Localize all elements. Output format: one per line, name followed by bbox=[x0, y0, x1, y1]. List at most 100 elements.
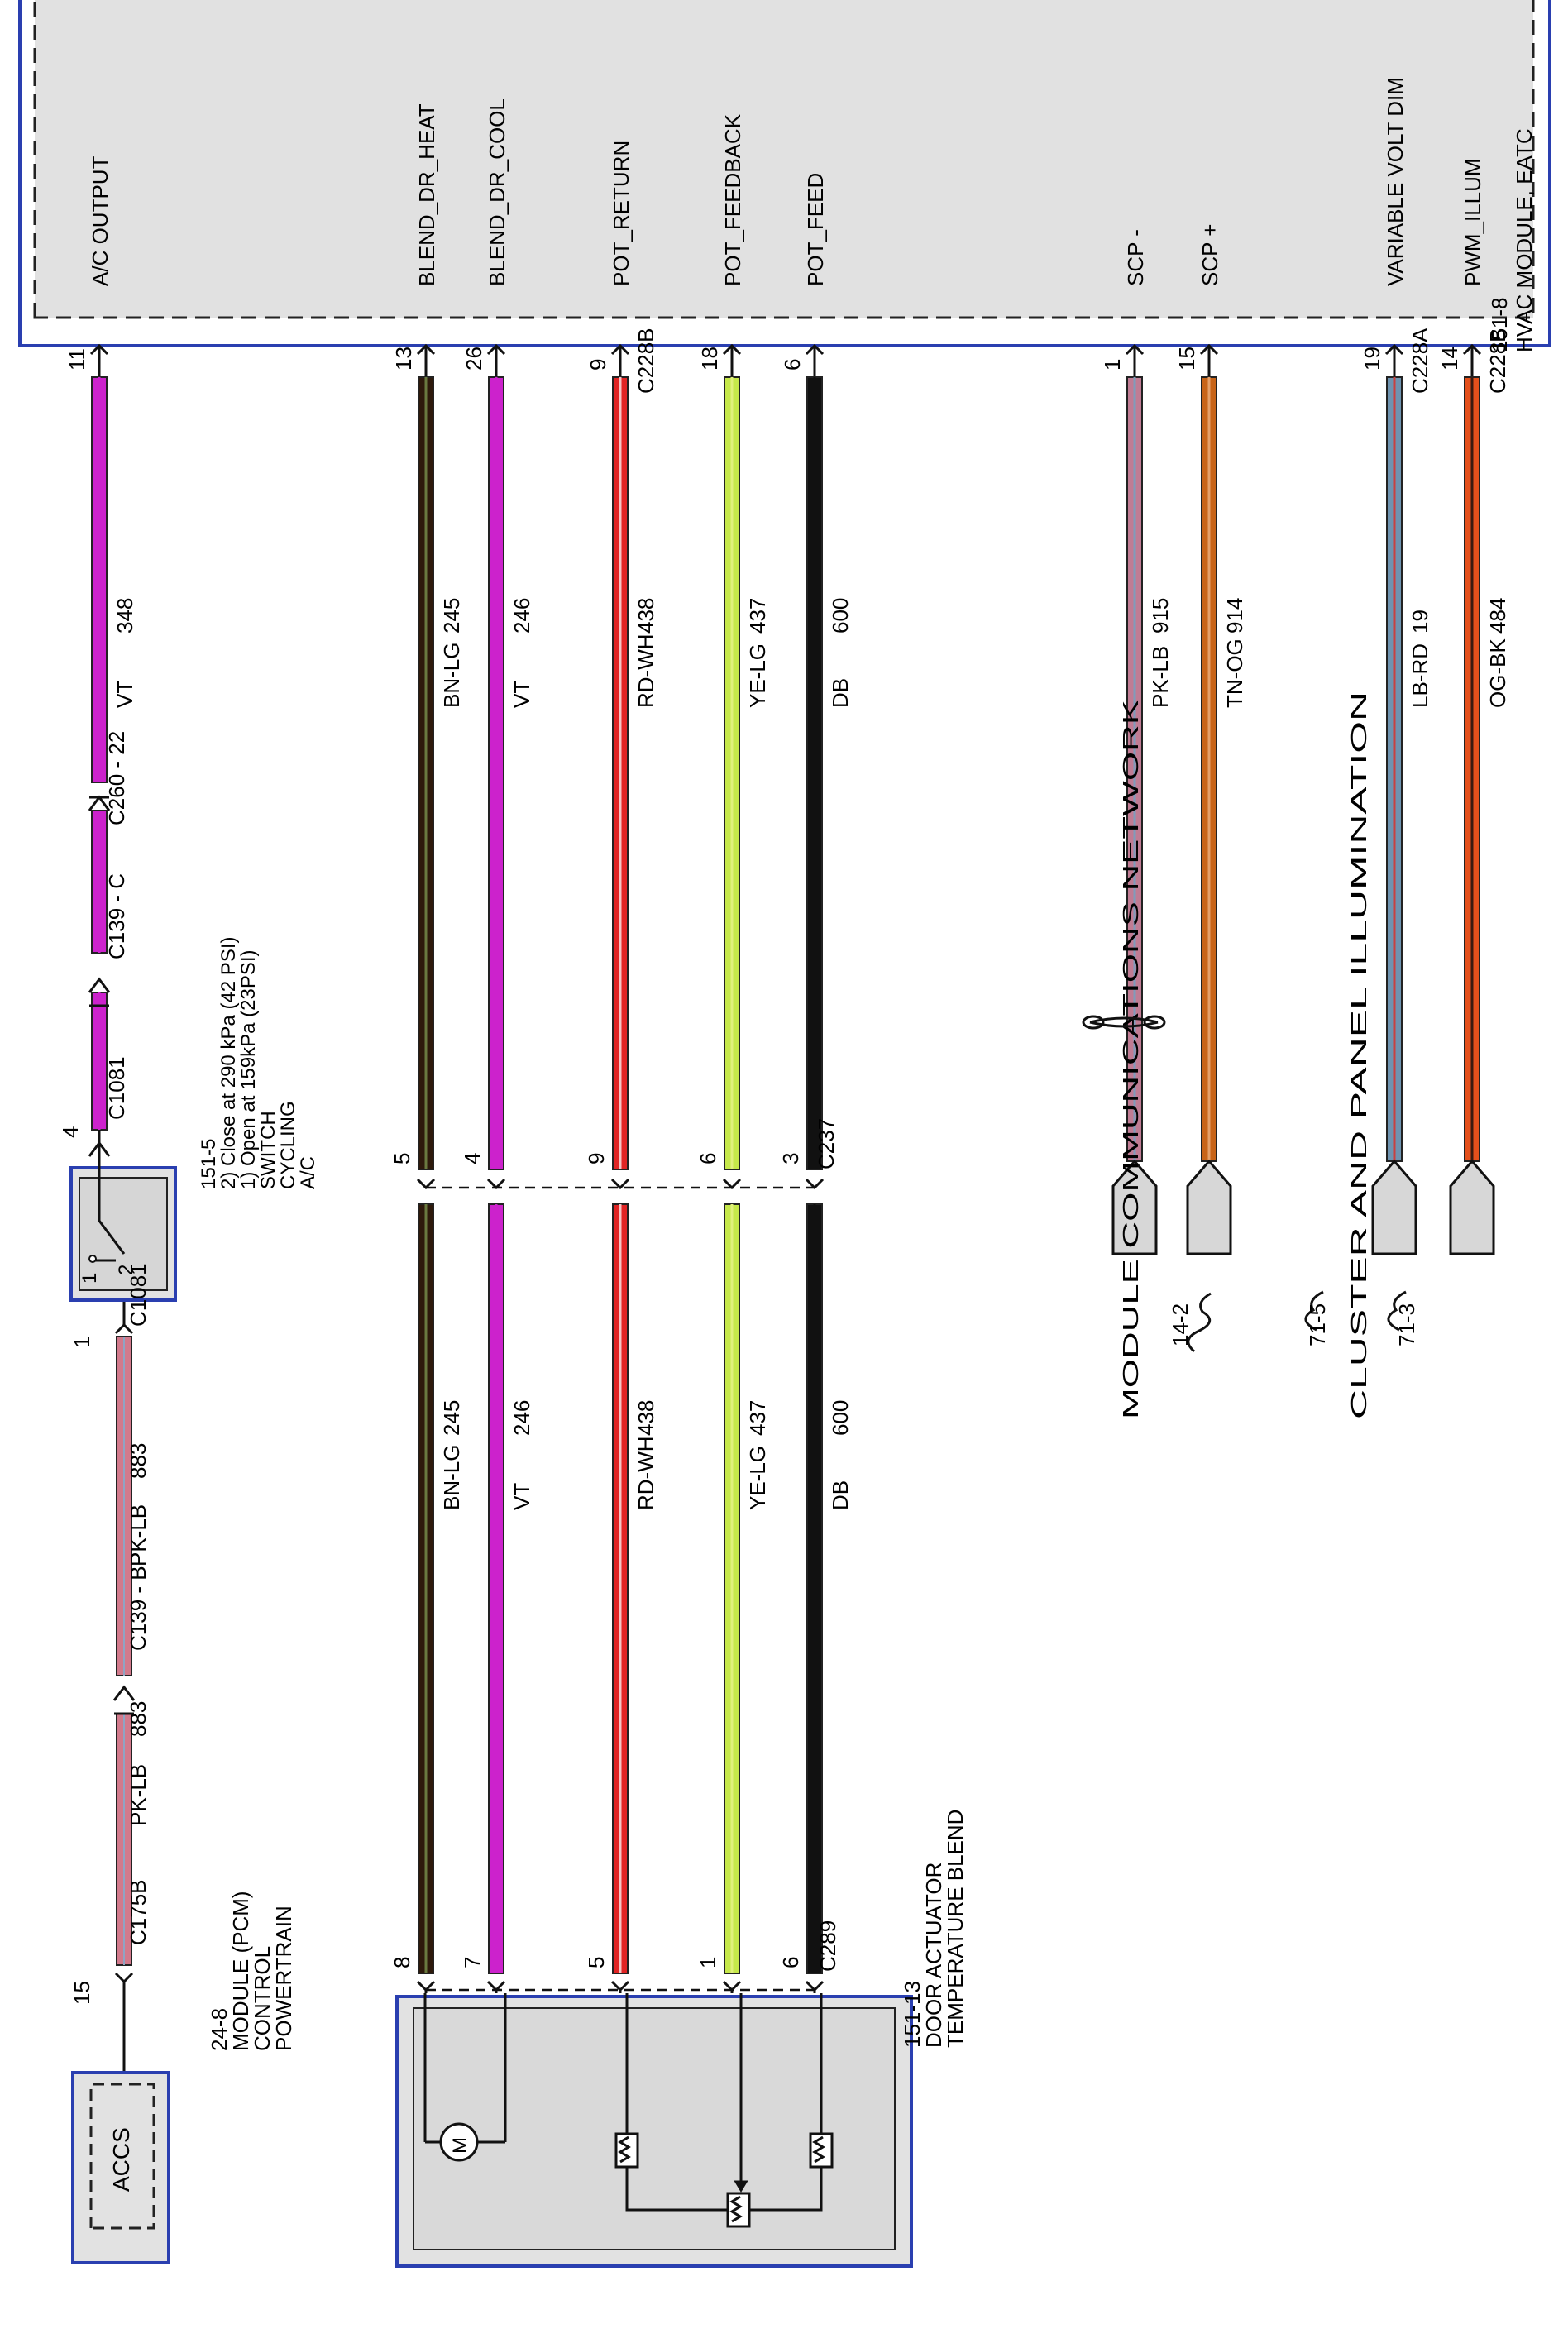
pcm-run-pin1: 1 bbox=[69, 1337, 94, 1348]
pcm-module: ACCS POWERTRAIN CONTROL MODULE (PCM) 24-… bbox=[71, 1891, 296, 2264]
module-comm: 14-2 MODULE COMMUNICATIONS NETWORK bbox=[1082, 699, 1212, 1419]
module-pin-number-cool: 26 bbox=[461, 347, 486, 371]
panel-illum-label: CLUSTER AND PANEL ILLUMINATION bbox=[1346, 691, 1371, 1419]
ac-cycling-switch: 1 2 A/C CYCLING SWITCH 1) Open at 159kPa… bbox=[69, 937, 319, 1302]
pcm-ref: 24-8 bbox=[207, 2008, 232, 2051]
pcm-inner-label: ACCS bbox=[108, 2127, 134, 2192]
signal-name-scpm: SCP - bbox=[1123, 229, 1148, 286]
pcm-line1: POWERTRAIN bbox=[271, 1906, 296, 2051]
wire-color-code-fb: YE-LG bbox=[745, 643, 770, 708]
circuit-number-scpm: 915 bbox=[1148, 598, 1173, 634]
c260-label: C260 - 22 bbox=[104, 731, 129, 825]
circuit-number-cool: 246 bbox=[509, 598, 534, 634]
module-comm-label: MODULE COMMUNICATIONS NETWORK bbox=[1118, 699, 1143, 1419]
module-connector-ret: C228B bbox=[633, 328, 658, 395]
pcm-run-color: PK-LB bbox=[126, 1504, 151, 1566]
actuator-line1: TEMPERATURE BLEND bbox=[943, 1810, 968, 2048]
c237-arrow-ret bbox=[610, 1178, 630, 1190]
c289-arrow-ret bbox=[610, 1980, 630, 1992]
signal-name-fb: POT_FEEDBACK bbox=[720, 113, 745, 286]
circuit-number-ac: 348 bbox=[112, 598, 137, 634]
module-pin-number-scpp: 15 bbox=[1174, 347, 1199, 371]
c289-pin-heat: 8 bbox=[390, 1957, 414, 1968]
c237-pin-ret: 9 bbox=[584, 1153, 609, 1164]
module-pin-number-pwm: 14 bbox=[1437, 347, 1462, 371]
c237-pin-group: 3 6 9 4 5 bbox=[390, 1153, 825, 1190]
c175b-arrow bbox=[114, 1972, 134, 1984]
svg-text:M: M bbox=[449, 2137, 471, 2154]
signal-name-scpp: SCP + bbox=[1198, 224, 1222, 286]
module-comm-bracket bbox=[1187, 1292, 1212, 1353]
signal-name-vvd: VARIABLE VOLT DIM bbox=[1383, 77, 1408, 286]
pcm-line2: CONTROL bbox=[250, 1946, 275, 2051]
switch-term-1: 1 bbox=[79, 1273, 101, 1284]
panel-illum-ref-b: 71-5 bbox=[1305, 1303, 1330, 1346]
c289-pin-fb: 1 bbox=[696, 1957, 720, 1968]
wire-color-code-lower-fb: YE-LG bbox=[745, 1446, 770, 1510]
wire-color-code-scpp: TN-OG bbox=[1222, 638, 1247, 708]
pcm-run-circuit: 883 bbox=[126, 1443, 151, 1479]
wire-color-code-lower-feed: DB bbox=[828, 1480, 853, 1510]
circuit-number-ret: 438 bbox=[633, 598, 658, 634]
c237-pin-heat: 5 bbox=[390, 1153, 414, 1164]
wire-color-code-scpm: PK-LB bbox=[1148, 646, 1173, 708]
c237-pin-cool: 4 bbox=[460, 1153, 485, 1164]
pcm-run-color-2: PK-LB bbox=[126, 1764, 151, 1826]
pcm-run-circuit-2: 883 bbox=[126, 1701, 151, 1737]
wire-color-code-ret: RD-WH bbox=[633, 634, 658, 708]
c139b-connector-glyph bbox=[112, 1685, 136, 1715]
module-pin-number-ret: 9 bbox=[586, 359, 610, 371]
panel-illum-ref-a: 71-3 bbox=[1394, 1303, 1419, 1346]
c237-pin-feed: 3 bbox=[778, 1153, 803, 1164]
c237-arrow-cool bbox=[486, 1178, 506, 1190]
actuator-line2: DOOR ACTUATOR bbox=[921, 1863, 946, 2048]
circuit-number-lower-feed: 600 bbox=[828, 1400, 853, 1436]
switch-note2: 2) Close at 290 kPa (42 PSI) bbox=[218, 937, 240, 1189]
actuator-ref: 151-13 bbox=[900, 1981, 925, 2048]
c1081-pin4: 4 bbox=[58, 1126, 83, 1138]
twisted-pair-loop-left bbox=[1082, 1015, 1105, 1030]
panel-illum-terminal-b bbox=[1371, 1159, 1417, 1255]
switch-ref: 151-5 bbox=[198, 1139, 220, 1189]
module-pin-number-scpm: 1 bbox=[1100, 359, 1125, 371]
hvac-module: HVAC MODULE, EATC 151-8 bbox=[18, 0, 1551, 353]
c237-pin-fb: 6 bbox=[696, 1153, 720, 1164]
hvac-module-title: HVAC MODULE, EATC bbox=[1512, 128, 1537, 352]
pcm-run-c175b: C175B bbox=[126, 1880, 151, 1946]
twisted-pair-marker bbox=[1089, 1016, 1159, 1028]
c289-arrow-fb bbox=[722, 1980, 742, 1992]
blend-motor-icon: M bbox=[423, 1993, 507, 2162]
module-connector-pwm: C228B bbox=[1485, 328, 1510, 395]
module-connector-vvd: C228A bbox=[1408, 328, 1432, 394]
switch-contact-icon bbox=[93, 1155, 126, 1262]
ac-output-run: C260 - 22 C139 - C C1081 4 bbox=[58, 731, 129, 1157]
switch-note1: 1) Open at 159kPa (23PSI) bbox=[237, 950, 260, 1190]
c237-arrow-fb bbox=[722, 1178, 742, 1190]
circuit-number-feed: 600 bbox=[828, 598, 853, 634]
c289-label: C289 bbox=[815, 1920, 840, 1972]
hvac-module-ref: 151-8 bbox=[1487, 298, 1512, 353]
c289-arrow-heat bbox=[416, 1980, 436, 1992]
c260-connector-glyph bbox=[88, 795, 111, 811]
wire-color-code-lower-cool: VT bbox=[509, 1483, 534, 1510]
pcm-run-c139b: C139 - B bbox=[126, 1566, 151, 1651]
c1081-connector-glyph bbox=[88, 1141, 111, 1157]
circuit-number-lower-fb: 437 bbox=[745, 1400, 770, 1436]
c1081-top-label: C1081 bbox=[104, 1056, 129, 1120]
c237-arrow-heat bbox=[416, 1178, 436, 1190]
module-comm-ref: 14-2 bbox=[1168, 1303, 1193, 1346]
c139c-connector-glyph bbox=[88, 977, 111, 1007]
switch-line3: SWITCH bbox=[257, 1111, 280, 1189]
wire-color-code-lower-heat: BN-LG bbox=[439, 1445, 464, 1510]
pcm-run: C1081 1 883 PK-LB C139 - B 883 PK-LB C17… bbox=[69, 1263, 151, 2005]
module-pin-number-fb: 18 bbox=[697, 347, 722, 371]
signal-name-feed: POT_FEED bbox=[803, 173, 828, 286]
c237-label: C237 bbox=[814, 1118, 839, 1169]
wire-color-code-feed: DB bbox=[828, 678, 853, 708]
switch-line1: A/C bbox=[297, 1156, 319, 1189]
panel-illum-terminal-a bbox=[1449, 1159, 1495, 1255]
module-comm-terminal-a bbox=[1186, 1159, 1232, 1255]
wire-color-code-heat: BN-LG bbox=[439, 643, 464, 708]
